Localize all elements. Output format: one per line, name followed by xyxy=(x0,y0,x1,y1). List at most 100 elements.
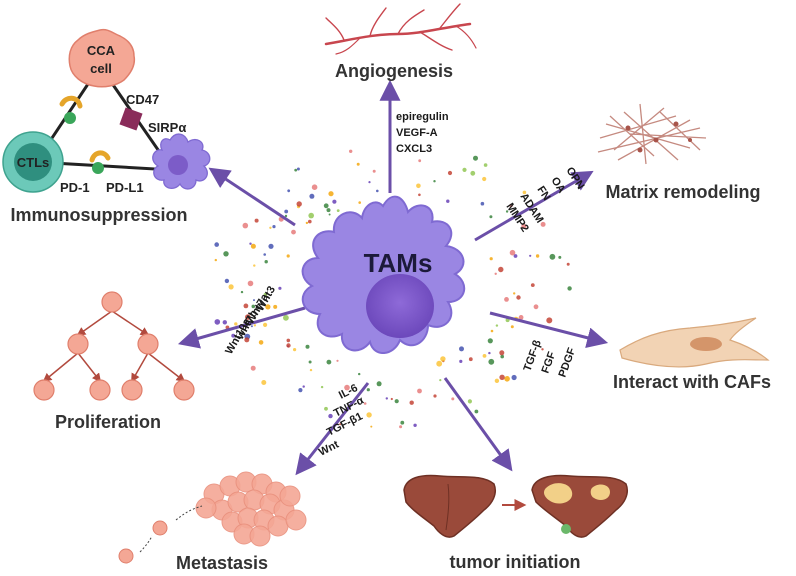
secretion-dot xyxy=(287,189,291,193)
secretion-dot xyxy=(296,167,300,171)
secretion-dot xyxy=(490,329,494,333)
proliferating-cell xyxy=(101,291,123,313)
migrating-cell-1 xyxy=(152,520,168,536)
secretion-dot xyxy=(247,280,254,287)
fiber-matrix-icon xyxy=(597,103,707,165)
secretion-dot xyxy=(250,325,253,328)
secretion-dot xyxy=(336,209,340,213)
secretion-dot xyxy=(356,162,360,166)
secretion-dot xyxy=(308,219,312,224)
secretion-dot xyxy=(462,167,467,172)
division-arrow xyxy=(42,352,79,383)
secretion-dot xyxy=(231,333,236,338)
secretion-dot xyxy=(224,278,230,284)
arrow-immuno xyxy=(208,167,296,227)
gallbladder xyxy=(561,524,571,534)
secretion-dot xyxy=(376,189,379,193)
division-arrow xyxy=(77,352,102,383)
cca-label-line1: CCA xyxy=(87,43,116,58)
cafs-title: Interact with CAFs xyxy=(613,372,771,392)
cluster-cell xyxy=(195,497,217,519)
secretion-dot xyxy=(251,304,256,309)
secretion-dot xyxy=(269,226,272,229)
secretion-dot xyxy=(376,381,382,387)
tumor-cluster-icon xyxy=(195,471,307,547)
secretion-dot xyxy=(363,402,367,405)
tumor-section: tumor initiation xyxy=(403,474,628,572)
secreted-factor-dots xyxy=(214,149,572,429)
tumor-lesion-1 xyxy=(544,483,573,504)
secretion-dot xyxy=(305,221,309,225)
ligand-dot-2 xyxy=(92,162,104,174)
ctl-cell-icon xyxy=(2,131,64,193)
secretion-dot xyxy=(513,292,516,295)
secretion-dot xyxy=(250,243,256,249)
secretion-dot xyxy=(261,380,267,385)
secretion-dot xyxy=(394,399,399,404)
secretion-dot xyxy=(433,180,436,183)
secretion-dot xyxy=(370,425,373,428)
secretion-dot xyxy=(451,397,455,401)
secretion-dot xyxy=(447,170,453,176)
secretion-dot xyxy=(504,297,509,302)
angiogenesis-title: Angiogenesis xyxy=(335,61,453,81)
secretion-dot xyxy=(509,249,516,256)
secretion-dot xyxy=(291,229,296,235)
secretion-dot xyxy=(522,190,527,195)
secretion-dot xyxy=(324,406,328,411)
metastasis-title: Metastasis xyxy=(176,553,268,573)
secretion-dot xyxy=(273,304,278,309)
cd47-label: CD47 xyxy=(126,92,159,107)
secretion-dot xyxy=(240,290,244,294)
secretion-dot xyxy=(516,295,521,300)
tumor-title: tumor initiation xyxy=(450,552,581,572)
secretion-dot xyxy=(505,210,509,213)
secretion-dot xyxy=(214,258,217,262)
proliferating-cell xyxy=(89,379,111,401)
secretion-dot xyxy=(253,264,256,267)
secretion-dot xyxy=(480,201,485,206)
secretion-dot xyxy=(540,221,546,227)
ligand-dot-1 xyxy=(64,112,76,124)
secretion-dot xyxy=(293,348,297,352)
secretion-dot xyxy=(416,183,421,189)
proliferation-section: Proliferation Wnt3 Wnt7a wnt7b Wnt10a xyxy=(33,284,278,432)
secretion-dot xyxy=(487,338,493,344)
secretion-dot xyxy=(278,286,282,290)
cluster-cell xyxy=(249,525,271,547)
cafs-section: Interact with CAFs TGF-β FGF PDGF xyxy=(522,317,771,392)
secretion-dot xyxy=(368,181,371,184)
secretion-dot xyxy=(482,176,487,182)
receptor-arc-2 xyxy=(89,150,111,163)
secretion-dot xyxy=(366,388,370,392)
secretion-dot xyxy=(541,348,544,351)
secretion-dot xyxy=(302,385,305,388)
center-label: TAMs xyxy=(364,248,433,278)
secretion-dot xyxy=(328,191,334,197)
secretion-dot xyxy=(223,251,229,257)
secretion-dot xyxy=(518,315,524,320)
division-arrow xyxy=(131,352,149,383)
secretion-dot xyxy=(305,344,310,349)
secretion-dot xyxy=(245,314,251,320)
secretion-dot xyxy=(566,262,570,266)
proliferating-cell xyxy=(173,379,195,401)
caf-molecule-2: FGF xyxy=(540,350,559,375)
secretion-dot xyxy=(400,420,405,425)
secretion-dot xyxy=(489,257,493,261)
secretion-dot xyxy=(250,365,256,371)
receptor-arc-1 xyxy=(59,95,83,109)
proliferation-title: Proliferation xyxy=(55,412,161,432)
secretion-dot xyxy=(283,314,289,321)
secretion-dot xyxy=(533,304,539,310)
secretion-dot xyxy=(567,286,572,291)
secretion-dot xyxy=(470,170,476,176)
secretion-dot xyxy=(264,260,268,264)
metastasis-section: Metastasis IL-6 TNF-α TGF-β1 Wnt xyxy=(118,382,366,573)
secretion-dot xyxy=(482,354,487,358)
secretion-dot xyxy=(459,359,463,363)
secretion-dot xyxy=(311,184,318,190)
secretion-dot xyxy=(284,209,289,214)
division-arrow xyxy=(76,310,113,337)
arrow-metastasis xyxy=(295,382,370,476)
